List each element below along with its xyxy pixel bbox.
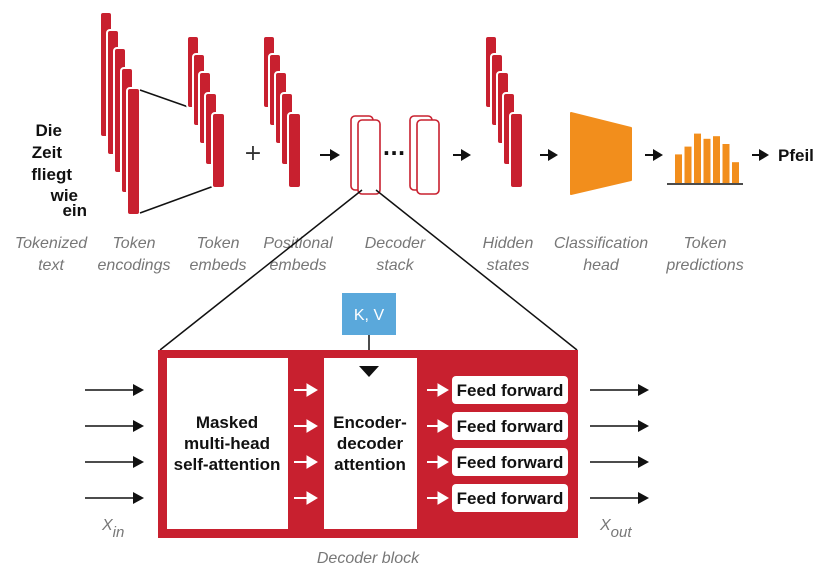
feed-forward-label-1: Feed forward: [457, 381, 564, 400]
label-token-encodings-2: encodings: [98, 257, 171, 274]
prediction-bars: [675, 133, 739, 183]
kv-box: [342, 293, 396, 335]
hidden-states-stack: [484, 35, 524, 189]
label-positional-embeds-1: Positional: [263, 235, 333, 252]
prediction-bar: [713, 136, 720, 183]
label-decoder-stack-1: Decoder: [365, 235, 426, 252]
label-positional-embeds-2: embeds: [270, 257, 327, 274]
label-token-encodings-1: Token: [113, 235, 156, 252]
token-embeds-stack: [186, 35, 226, 189]
prediction-bar: [703, 138, 711, 183]
feed-forward-box-2: [452, 412, 568, 440]
token-encodings-stack: [99, 11, 141, 216]
label-tokenized-text-2: text: [38, 257, 64, 274]
masked-attn-line-2: multi-head: [184, 434, 270, 453]
enc-dec-line-1: Encoder-: [333, 413, 407, 432]
enc-dec-line-2: decoder: [337, 434, 404, 453]
plus-sign: +: [244, 141, 262, 166]
decoder-block-caption: Decoder block: [317, 550, 420, 567]
label-decoder-stack-2: stack: [376, 257, 414, 274]
input-words: Die Zeit fliegt wie ein: [31, 121, 87, 220]
input-word-2: Zeit: [32, 143, 63, 162]
internal-arrows-right: [427, 383, 449, 505]
label-classification-head-2: head: [583, 257, 620, 274]
internal-arrows-left: [294, 383, 318, 505]
label-token-embeds-1: Token: [197, 235, 240, 252]
projection-line-bottom: [139, 185, 215, 214]
prediction-bar: [675, 154, 682, 183]
decoder-stack: [350, 115, 440, 195]
masked-attn-line-1: Masked: [196, 413, 258, 432]
prediction-bar: [694, 133, 701, 183]
feed-forward-box-4: [452, 484, 568, 512]
input-word-5: ein: [62, 201, 87, 220]
label-hidden-states-1: Hidden: [483, 235, 534, 252]
label-token-embeds-2: embeds: [190, 257, 247, 274]
input-word-1: Die: [36, 121, 62, 140]
feed-forward-label-3: Feed forward: [457, 453, 564, 472]
input-word-4: wie: [50, 186, 78, 205]
pipeline-labels: Tokenized text Token encodings Token emb…: [15, 235, 744, 274]
feed-forward-box-1: [452, 376, 568, 404]
label-token-predictions-1: Token: [684, 235, 727, 252]
zoom-line-left: [159, 189, 363, 351]
feed-forward-label-2: Feed forward: [457, 417, 564, 436]
input-arrows: [85, 384, 144, 504]
masked-attn-line-3: self-attention: [174, 455, 281, 474]
encoder-decoder-attention-box: [324, 358, 417, 529]
output-arrows: [590, 384, 649, 504]
positional-embeds-stack: [262, 35, 302, 189]
feed-forward-box-3: [452, 448, 568, 476]
ellipsis: ···: [383, 141, 406, 165]
x-in-label: Xin: [101, 517, 124, 541]
label-hidden-states-2: states: [487, 257, 530, 274]
masked-self-attention-box: [167, 358, 288, 529]
enc-dec-line-3: attention: [334, 455, 406, 474]
prediction-bar: [722, 144, 730, 183]
input-word-3: fliegt: [31, 165, 72, 184]
output-word: Pfeil: [778, 146, 814, 165]
feed-forward-label-4: Feed forward: [457, 489, 564, 508]
label-classification-head-1: Classification: [554, 235, 648, 252]
kv-label: K, V: [354, 307, 385, 324]
zoom-line-right: [375, 189, 578, 351]
x-out-label: Xout: [599, 517, 632, 541]
label-tokenized-text-1: Tokenized: [15, 235, 88, 252]
label-token-predictions-2: predictions: [665, 257, 743, 274]
classification-head-shape: [570, 112, 632, 195]
prediction-bar: [732, 162, 739, 183]
prediction-bar: [684, 146, 692, 183]
